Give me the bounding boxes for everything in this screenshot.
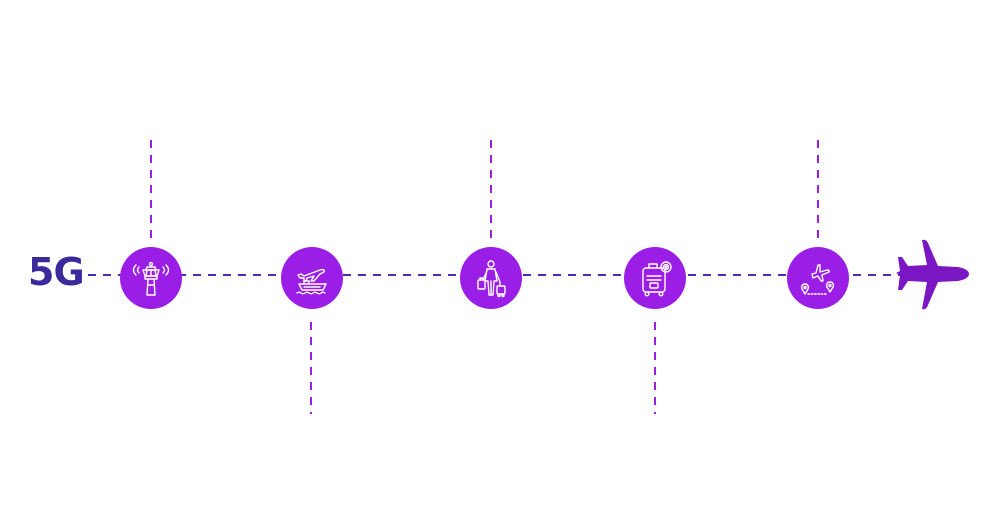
traveler-luggage-icon bbox=[477, 260, 506, 298]
node-smart-luggage bbox=[624, 247, 686, 309]
node-control-tower bbox=[120, 247, 182, 309]
airplane-icon bbox=[896, 239, 969, 310]
flight-route-icon bbox=[800, 264, 835, 295]
smart-luggage-icon bbox=[642, 261, 672, 297]
node-airplane-ship bbox=[281, 247, 343, 309]
label-5g: 5G bbox=[28, 250, 85, 294]
airplane-ship-icon bbox=[296, 268, 327, 295]
node-traveler-luggage bbox=[460, 247, 522, 309]
control-tower-icon bbox=[132, 261, 170, 296]
node-flight-route bbox=[787, 247, 849, 309]
